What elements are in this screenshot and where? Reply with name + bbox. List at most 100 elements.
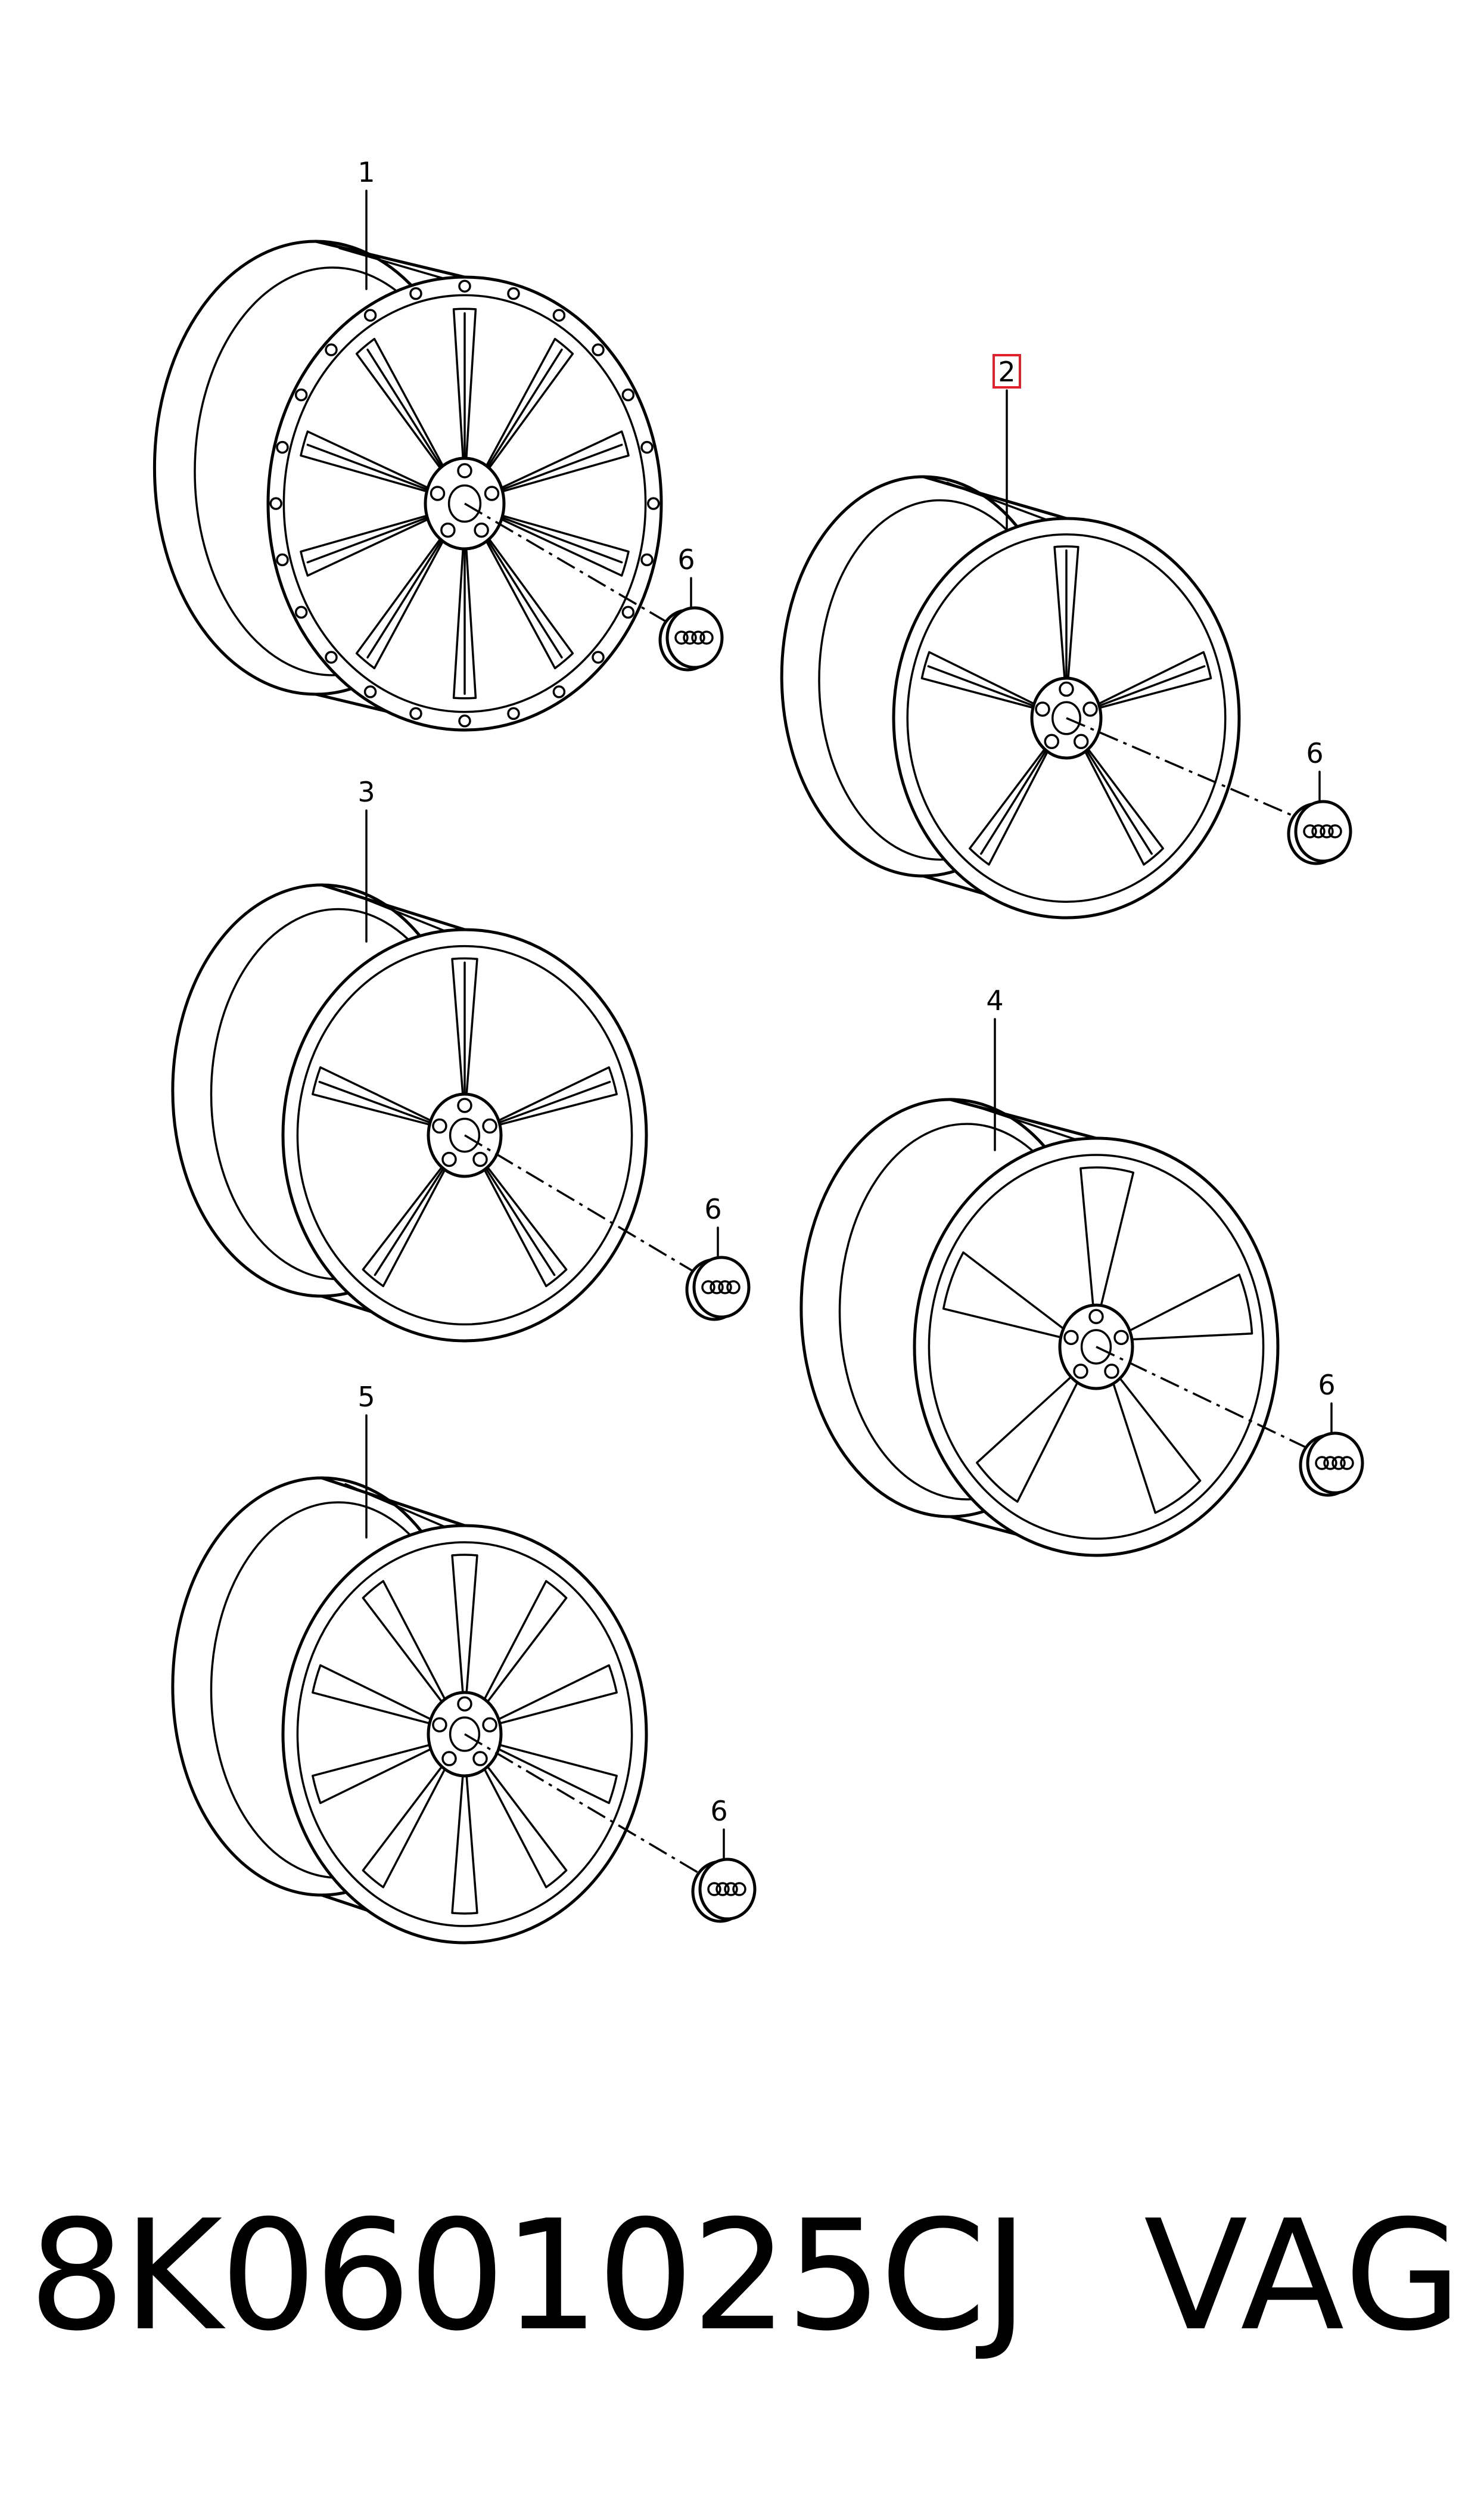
svg-text:2: 2 — [998, 356, 1015, 388]
lug-hole — [457, 1696, 472, 1712]
rim-bolt — [409, 287, 422, 300]
wheel-2: 62 — [780, 354, 1352, 920]
hub-cap — [691, 1858, 757, 1923]
assembly-line — [1066, 717, 1302, 821]
spoke — [489, 511, 630, 577]
svg-text:6: 6 — [704, 1193, 721, 1225]
wheel-5: 65 — [171, 1381, 757, 1945]
rings-logo — [724, 1882, 738, 1896]
svg-text:6: 6 — [1318, 1369, 1335, 1401]
rings-logo — [715, 1882, 730, 1896]
spoke — [487, 1066, 618, 1129]
spoke — [969, 739, 1054, 866]
rings-logo — [710, 1280, 724, 1294]
rim-bolt — [325, 651, 338, 664]
spoke — [300, 430, 440, 496]
rim-bolt — [325, 343, 338, 356]
spoke — [920, 651, 1045, 712]
assembly-line — [464, 502, 674, 627]
svg-text:6: 6 — [677, 543, 695, 576]
rim-bolt — [507, 287, 520, 300]
spoke — [355, 527, 450, 670]
lug-hole — [484, 486, 500, 501]
rings-logo — [1331, 1456, 1346, 1470]
rim-bolt — [363, 685, 377, 698]
spoke — [362, 1157, 452, 1287]
assembly-line — [464, 1733, 707, 1878]
assembly-line — [464, 1134, 701, 1276]
spoke — [451, 1762, 478, 1915]
wheel-1: 61 — [153, 156, 724, 732]
spoke — [487, 1741, 618, 1804]
callout-1: 1 — [357, 156, 375, 290]
svg-text:1: 1 — [357, 156, 375, 188]
lug-hole — [1044, 734, 1060, 750]
rings-logo — [674, 630, 689, 645]
rim-bolt — [592, 651, 605, 664]
hub-cap — [685, 1256, 751, 1321]
rings-logo — [726, 1280, 741, 1294]
lug-hole — [472, 1751, 488, 1766]
svg-text:4: 4 — [986, 984, 1003, 1017]
rim-bolt — [363, 309, 377, 322]
lug-hole — [441, 1751, 457, 1766]
rings-logo — [691, 630, 705, 645]
hub-cap — [1299, 1431, 1364, 1497]
spoke — [312, 1741, 442, 1804]
rings-logo — [1320, 824, 1334, 838]
lug-hole — [1088, 1309, 1104, 1324]
rim-bolt — [640, 553, 654, 567]
lug-hole — [440, 522, 456, 538]
assembly-line — [1096, 1346, 1314, 1452]
lug-hole — [1073, 734, 1089, 750]
wheel-4: 64 — [799, 984, 1364, 1557]
rings-logo — [1323, 1456, 1337, 1470]
rim-bolt — [552, 685, 566, 698]
callout-5: 5 — [357, 1381, 375, 1539]
lug-hole — [1059, 681, 1074, 697]
spoke — [478, 1580, 568, 1713]
spoke — [452, 534, 477, 700]
spoke — [355, 337, 450, 480]
rim-bolt — [621, 388, 635, 402]
spoke — [1079, 1166, 1135, 1319]
spoke — [1108, 1368, 1202, 1514]
spoke — [312, 1066, 442, 1129]
lug-hole — [1113, 1330, 1129, 1346]
callout-6: 6 — [710, 1795, 728, 1859]
callout-6: 6 — [704, 1193, 722, 1257]
svg-text:3: 3 — [357, 776, 375, 808]
lug-hole — [1082, 701, 1098, 717]
rim-bolt — [621, 605, 635, 619]
spoke — [300, 511, 440, 577]
rim-bolt — [647, 497, 660, 510]
rings-logo — [732, 1882, 746, 1896]
rings-logo — [699, 630, 714, 645]
spoke — [451, 1554, 478, 1706]
rim-bolt — [276, 553, 289, 567]
rim-bolt — [269, 497, 282, 510]
callout-6: 6 — [1306, 737, 1324, 802]
rings-logo — [1328, 824, 1342, 838]
spoke — [452, 308, 477, 473]
spoke — [942, 1251, 1074, 1341]
lug-hole — [432, 1118, 447, 1134]
lug-hole — [430, 486, 446, 501]
spoke — [312, 1664, 442, 1728]
svg-text:6: 6 — [1306, 737, 1323, 769]
rim-bolt — [294, 388, 308, 402]
rings-logo — [1315, 1456, 1329, 1470]
lug-hole — [457, 1098, 472, 1113]
rim-bolt — [409, 707, 422, 720]
lug-hole — [1035, 701, 1050, 717]
rings-logo — [718, 1280, 732, 1294]
rim-bolt — [458, 279, 471, 293]
part-number: 8K0601025CJ — [29, 2188, 1028, 2365]
svg-text:6: 6 — [710, 1795, 727, 1827]
lug-hole — [457, 463, 472, 479]
spoke — [479, 337, 574, 480]
lug-hole — [1063, 1330, 1079, 1346]
brand-label: VAG — [1144, 2188, 1464, 2365]
wheel-3: 63 — [171, 776, 751, 1343]
lug-hole — [432, 1717, 447, 1733]
